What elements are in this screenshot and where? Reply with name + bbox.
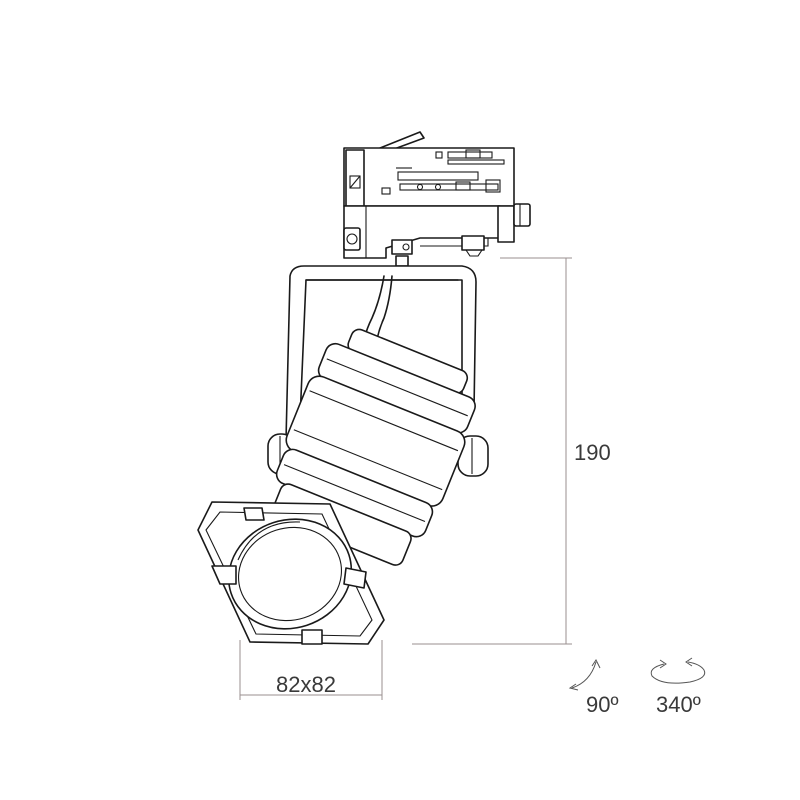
height-dimension [412,257,572,645]
pan-rotation-icon [650,657,706,684]
spotlight-body [271,328,476,566]
pan-label: 340º [656,692,701,717]
tilt-knob-right [457,435,489,477]
track-adapter [343,131,531,267]
barn-door-head [197,501,385,645]
tilt-rotation-icon [568,659,601,691]
width-dimension [239,640,383,700]
yoke-bracket [285,265,477,441]
width-label: 82x82 [276,672,336,697]
tilt-label: 90º [586,692,619,717]
height-label: 190 [574,440,611,465]
